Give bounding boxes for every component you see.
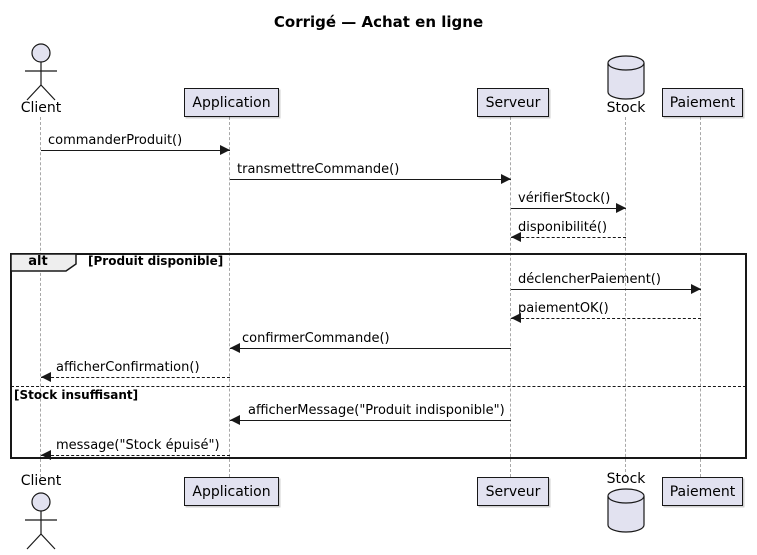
message-line — [41, 150, 230, 151]
message-line — [41, 455, 230, 456]
participant-stock-bottom: Stock — [606, 471, 646, 487]
message-label: vérifierStock() — [518, 191, 611, 206]
message-line — [511, 289, 701, 290]
message-label: paiementOK() — [518, 301, 609, 316]
participant-serveur-top: Serveur — [477, 88, 549, 117]
message-line — [511, 208, 626, 209]
participant-stock-top: Stock — [606, 100, 646, 116]
alt-guard-stock-insuffisant: [Stock insuffisant] — [14, 388, 139, 402]
participant-client-top: Client — [20, 100, 62, 116]
message-label: afficherMessage("Produit indisponible") — [248, 403, 505, 418]
database-icon — [605, 54, 647, 106]
lifeline-client — [40, 117, 41, 477]
arrowhead-icon — [616, 203, 626, 213]
lifeline-serveur — [510, 117, 511, 477]
alt-operator-pentagon — [10, 253, 78, 277]
alt-guard-produit-disponible: [Produit disponible] — [88, 254, 224, 268]
message-line — [41, 377, 230, 378]
arrowhead-icon — [230, 415, 240, 425]
arrowhead-icon — [511, 232, 521, 242]
actor-icon — [17, 491, 65, 555]
message-label: afficherConfirmation() — [56, 360, 200, 375]
message-line — [511, 237, 626, 238]
message-label: confirmerCommande() — [242, 331, 390, 346]
message-line — [230, 348, 511, 349]
participant-application-top: Application — [184, 88, 279, 117]
alt-else-divider — [11, 386, 746, 387]
lifeline-paiement — [700, 117, 701, 477]
message-label: déclencherPaiement() — [518, 272, 661, 287]
message-label: message("Stock épuisé") — [56, 438, 220, 453]
arrowhead-icon — [41, 450, 51, 460]
diagram-title: Corrigé — Achat en ligne — [273, 13, 484, 31]
message-label: commanderProduit() — [48, 133, 183, 148]
message-line — [511, 318, 701, 319]
actor-icon — [17, 43, 65, 105]
arrowhead-icon — [691, 284, 701, 294]
database-icon — [605, 487, 647, 539]
alt-operator-label: alt — [28, 254, 48, 269]
arrowhead-icon — [230, 343, 240, 353]
arrowhead-icon — [220, 145, 230, 155]
lifeline-application — [229, 117, 230, 477]
participant-application-bottom: Application — [184, 477, 279, 506]
lifeline-stock — [625, 117, 626, 477]
alt-fragment-frame — [10, 253, 747, 459]
arrowhead-icon — [511, 313, 521, 323]
message-line — [230, 179, 511, 180]
message-label: transmettreCommande() — [237, 162, 400, 177]
arrowhead-icon — [41, 372, 51, 382]
participant-client-bottom: Client — [20, 473, 62, 489]
participant-paiement-bottom: Paiement — [662, 477, 743, 506]
message-line — [230, 420, 511, 421]
message-label: disponibilité() — [518, 220, 608, 235]
participant-serveur-bottom: Serveur — [477, 477, 549, 506]
participant-paiement-top: Paiement — [662, 88, 743, 117]
arrowhead-icon — [501, 174, 511, 184]
